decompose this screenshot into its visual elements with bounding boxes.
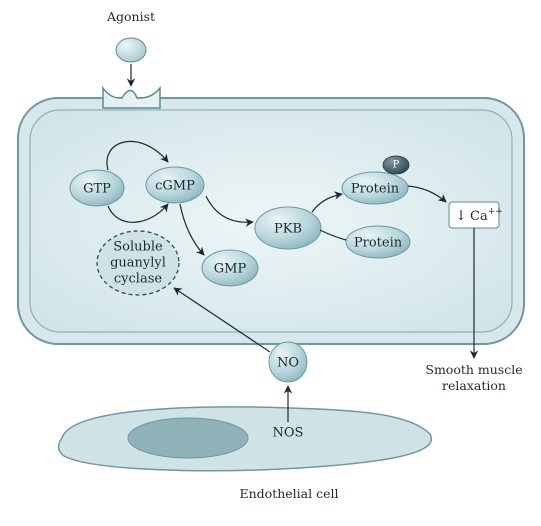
cgmp-to-pkb-arrow <box>205 195 254 227</box>
pkb-label: PKB <box>274 222 302 237</box>
endothelial-cell-label: Endothelial cell <box>240 486 339 501</box>
gmp-label: GMP <box>214 262 247 277</box>
sgc-label-line2: guanylyl <box>110 256 166 271</box>
protein-to-pkb-line <box>319 229 347 241</box>
protein-phosphorylated-node <box>341 171 409 205</box>
nos-label: NOS <box>273 426 304 441</box>
calcium-down-arrow: ↓ <box>455 208 467 224</box>
cgmp-to-gmp-arrow <box>179 203 205 256</box>
gtp-label: GTP <box>83 182 111 197</box>
protein-to-calcium-arrow <box>407 185 447 203</box>
gmp-node <box>201 249 259 287</box>
cgmp-node <box>145 166 205 204</box>
pkb-to-protein-p-arrow <box>311 191 343 213</box>
gtp-to-cgmp-upper-arrow <box>106 140 169 171</box>
cgmp-label: cGMP <box>155 179 195 194</box>
relaxation-label-line2: relaxation <box>442 378 506 393</box>
protein-node <box>345 225 411 259</box>
phosphate-label: P <box>393 160 400 171</box>
soluble-guanylyl-cyclase-node <box>96 230 180 296</box>
protein-label: Protein <box>354 236 403 251</box>
agonist-molecule <box>115 37 147 63</box>
calcium-charge: ++ <box>488 207 503 217</box>
relaxation-label-line1: Smooth muscle <box>425 362 522 377</box>
calcium-label: Ca++ <box>470 207 503 224</box>
sgc-label-line3: cyclase <box>114 272 162 287</box>
gtp-to-cgmp-lower-arrow <box>107 203 169 223</box>
phosphate-group <box>382 155 410 175</box>
protein-phosphorylated-label: Protein <box>351 182 400 197</box>
agonist-label: Agonist <box>106 9 155 24</box>
no-node <box>268 341 308 383</box>
sgc-label-line1: Soluble <box>113 240 163 255</box>
no-to-sgc-arrow <box>173 287 271 353</box>
endothelial-nucleus <box>127 417 249 459</box>
gtp-node <box>69 169 125 207</box>
pkb-node <box>254 206 322 250</box>
no-label: NO <box>277 356 299 371</box>
receptor-shape <box>102 85 161 109</box>
